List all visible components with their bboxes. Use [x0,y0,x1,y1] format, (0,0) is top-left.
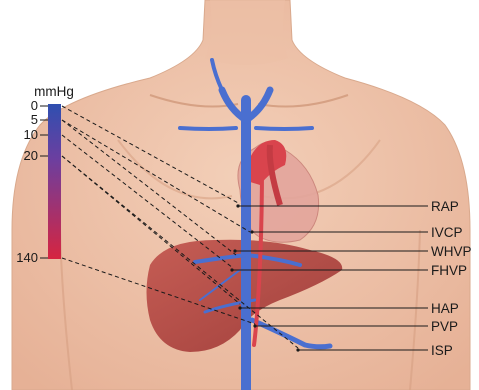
measurement-label-ivcp: IVCP [431,225,463,240]
scale-tick-label: 0 [31,98,38,113]
leader-anchor-dot [238,306,241,309]
scale-tick-label: 20 [24,148,38,163]
measurement-label-pvp: PVP [431,319,458,334]
measurement-label-rap: RAP [431,199,459,214]
measurement-label-isp: ISP [431,343,453,358]
pressure-gradient-bar [48,104,61,259]
measurement-label-hap: HAP [431,301,459,316]
measurement-label-fhvp: FHVP [431,263,467,278]
leader-anchor-dot [230,268,233,271]
scale-unit-label: mmHg [34,84,74,99]
leader-anchor-dot [250,230,253,233]
leader-anchor-dot [296,348,299,351]
scale-tick-label: 5 [31,112,38,127]
scale-tick-label: 140 [16,250,38,265]
leader-anchor-dot [236,204,239,207]
scale-tick-label: 10 [24,127,38,142]
leader-anchor-dot [233,249,236,252]
measurement-label-whvp: WHVP [431,244,472,259]
leader-anchor-dot [253,324,256,327]
